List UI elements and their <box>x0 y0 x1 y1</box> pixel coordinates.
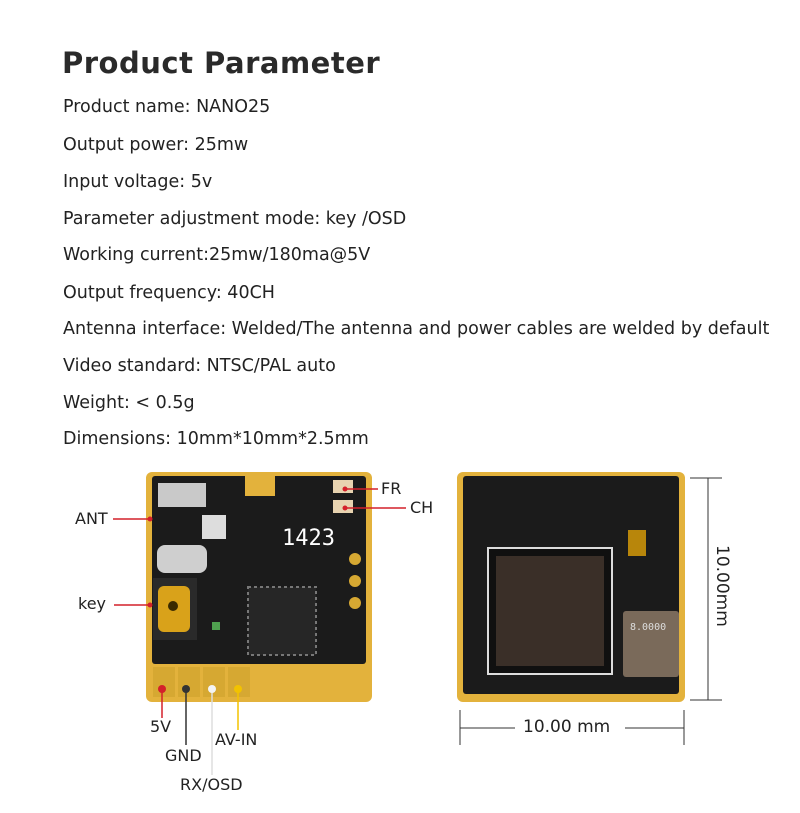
spec-working-current: Working current:25mw/180ma@5V <box>63 245 371 265</box>
spec-dimensions: Dimensions: 10mm*10mm*2.5mm <box>63 429 369 449</box>
spec-output-power: Output power: 25mw <box>63 135 249 155</box>
label-fr: FR <box>381 479 402 498</box>
label-rx-osd: RX/OSD <box>180 775 243 794</box>
dimension-height-label: 10.00mm <box>712 545 732 627</box>
dimension-width-label: 10.00 mm <box>523 717 611 737</box>
spec-output-frequency: Output frequency: 40CH <box>63 283 275 303</box>
spec-adjust-mode: Parameter adjustment mode: key /OSD <box>63 209 407 229</box>
spec-input-voltage: Input voltage: 5v <box>63 172 213 192</box>
label-key: key <box>78 594 107 613</box>
board-marking: 1423 <box>282 526 335 551</box>
spec-antenna-interface: Antenna interface: Welded/The antenna an… <box>63 319 770 339</box>
front-board-image: 1423 <box>146 472 372 702</box>
spec-weight: Weight: < 0.5g <box>63 393 195 413</box>
page-title: Product Parameter <box>62 46 381 80</box>
leader-lines <box>113 486 406 775</box>
label-ch: CH <box>410 498 434 517</box>
spec-product-name: Product name: NANO25 <box>63 97 271 117</box>
label-gnd: GND <box>165 746 202 765</box>
label-5v: 5V <box>150 717 172 736</box>
crystal-marking: 8.0000 <box>630 622 666 633</box>
dimension-lines <box>459 477 722 745</box>
spec-video-standard: Video standard: NTSC/PAL auto <box>63 356 336 376</box>
label-av-in: AV-IN <box>215 730 258 749</box>
back-board-image: 8.0000 <box>457 472 685 702</box>
label-ant: ANT <box>75 509 108 528</box>
